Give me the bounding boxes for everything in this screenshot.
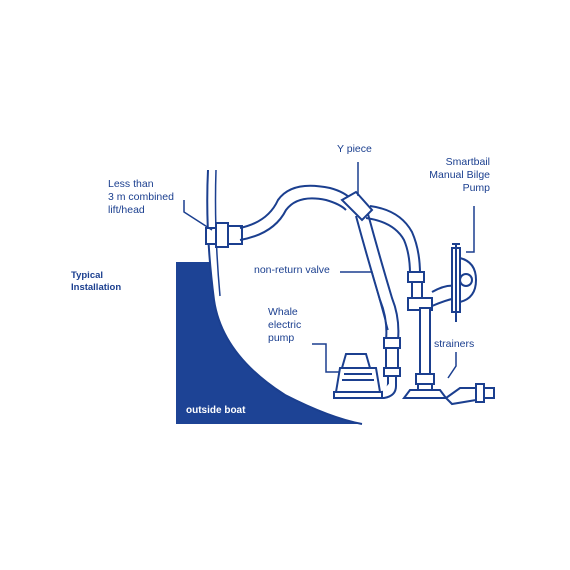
leader-smartbail bbox=[466, 206, 475, 253]
label-typical-installation: Typical Installation bbox=[71, 270, 121, 294]
label-less-than-line-2: 3 m combined bbox=[108, 191, 174, 203]
label-typical-line-2: Installation bbox=[71, 282, 122, 293]
manual-bilge-pump-body bbox=[451, 243, 478, 322]
label-whale-line-1: Whale bbox=[268, 306, 298, 318]
label-whale-pump: Whale electric pump bbox=[268, 306, 301, 345]
leader-less-than bbox=[183, 200, 213, 231]
whale-electric-pump bbox=[333, 353, 383, 399]
manual-pump-fittings bbox=[407, 271, 457, 385]
manual-pump-hose bbox=[365, 205, 421, 275]
label-less-than: Less than 3 m combined lift/head bbox=[108, 178, 174, 217]
label-less-than-line-1: Less than bbox=[108, 178, 154, 190]
strainer-left bbox=[402, 383, 448, 399]
leader-whale bbox=[312, 343, 340, 373]
label-non-return-valve: non-return valve bbox=[254, 264, 330, 276]
strainer-right bbox=[444, 383, 495, 406]
pump-hose bbox=[355, 213, 400, 341]
label-smartbail-line-1: Smartbail bbox=[445, 156, 490, 168]
label-less-than-line-3: lift/head bbox=[108, 204, 145, 216]
label-strainers: strainers bbox=[434, 338, 475, 350]
leader-non-return bbox=[340, 271, 389, 331]
through-hull-fitting bbox=[205, 222, 243, 248]
y-piece bbox=[340, 190, 374, 222]
label-smartbail-line-2: Manual Bilge bbox=[429, 169, 490, 181]
outside-boat-area bbox=[176, 262, 362, 424]
label-whale-line-2: electric bbox=[268, 319, 302, 331]
discharge-hose bbox=[239, 184, 353, 241]
leader-strainers bbox=[447, 352, 457, 379]
label-y-piece: Y piece bbox=[337, 143, 372, 155]
leader-lines bbox=[183, 162, 475, 379]
label-outside-boat: outside boat bbox=[186, 405, 246, 416]
non-return-valve bbox=[376, 337, 401, 399]
label-typical-line-1: Typical bbox=[71, 270, 104, 281]
label-smartbail: Smartbail Manual Bilge Pump bbox=[398, 156, 490, 195]
label-whale-line-3: pump bbox=[268, 332, 295, 344]
label-smartbail-line-3: Pump bbox=[462, 182, 490, 194]
